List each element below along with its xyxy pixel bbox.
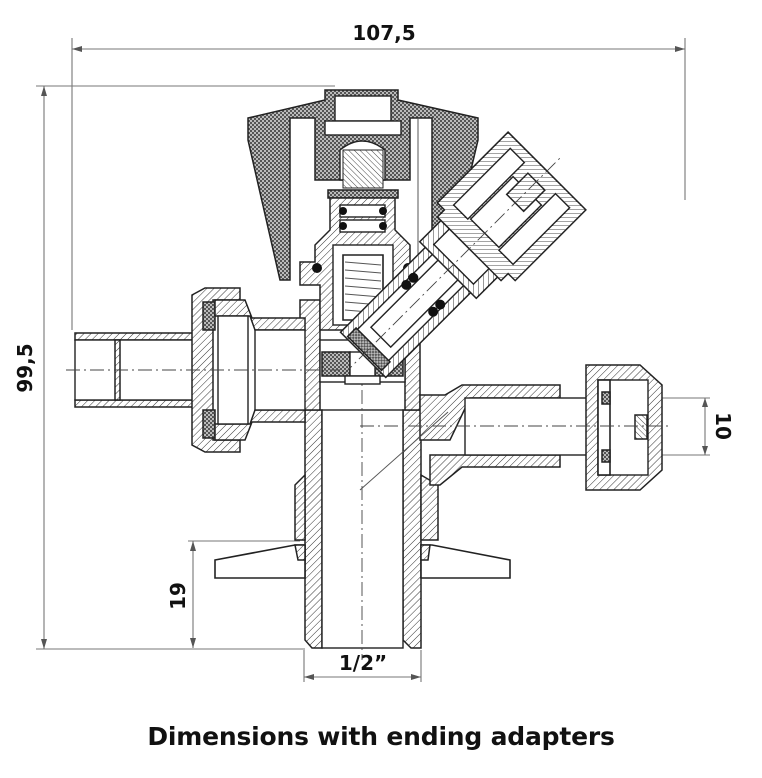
dimension-flange-height: 19 [166, 540, 300, 648]
dimension-overall-width: 107,5 [71, 21, 686, 330]
dimension-flange-label: 19 [166, 582, 190, 610]
dimension-overall-height: 99,5 [13, 85, 335, 650]
dimension-outlet-diameter: 10 [660, 397, 735, 456]
left-inlet-adapter [66, 287, 340, 453]
dimension-outlet-label: 10 [711, 412, 735, 440]
handle-cap [247, 89, 479, 290]
valve-body [214, 270, 511, 660]
dimension-width-label: 107,5 [352, 21, 415, 45]
dimension-thread-size: 1/2” [303, 650, 422, 682]
drawing-caption: Dimensions with ending adapters [147, 722, 615, 751]
dimension-thread-label: 1/2” [339, 651, 387, 675]
right-outlet-adapter [359, 364, 670, 491]
dimension-height-label: 99,5 [13, 343, 37, 392]
diagonal-bonnet [339, 131, 587, 379]
